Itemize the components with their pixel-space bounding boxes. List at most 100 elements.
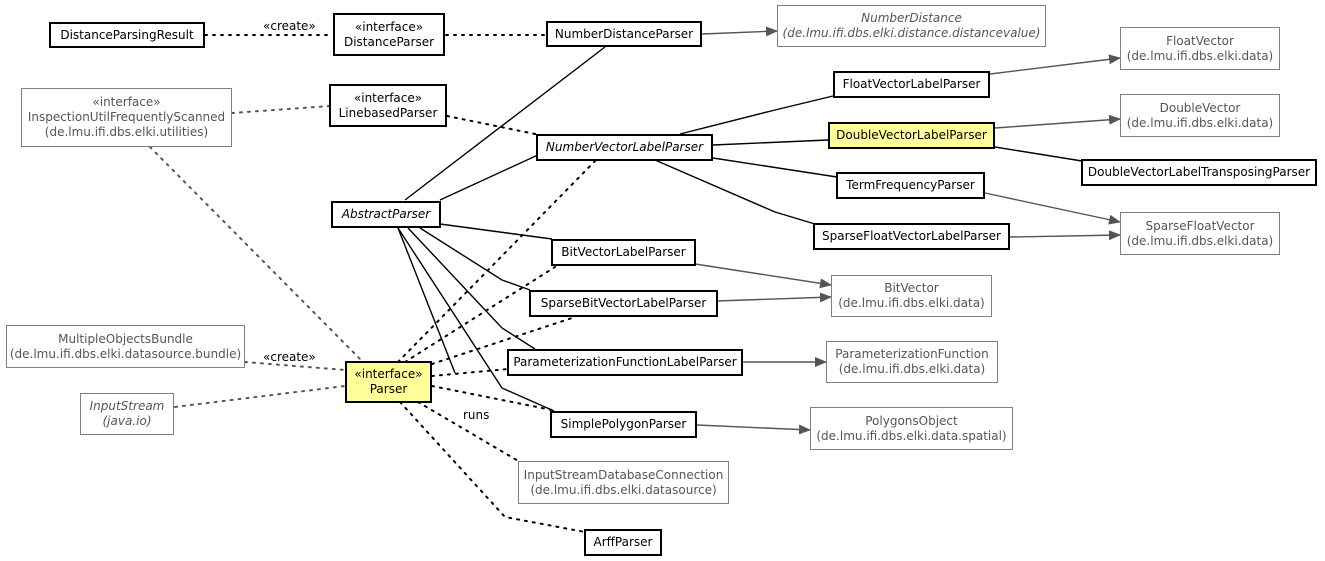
edge-abstract-numberdistance: [404, 46, 606, 201]
node-bit-vector[interactable]: BitVector (de.lmu.ifi.dbs.elki.data): [831, 275, 992, 317]
edge-label-create-distance: «create»: [263, 19, 316, 33]
node-number-vector-label-parser[interactable]: NumberVectorLabelParser: [536, 134, 713, 161]
node-float-vector-label-parser[interactable]: FloatVectorLabelParser: [833, 71, 990, 98]
edge-abstract-parameterization: [407, 227, 536, 350]
node-name: BitVectorLabelParser: [561, 245, 686, 259]
edge-linebased-numbervector: [446, 115, 546, 137]
node-name: TermFrequencyParser: [846, 178, 975, 192]
node-parser[interactable]: «interface» Parser: [345, 361, 432, 403]
node-double-vector[interactable]: DoubleVector (de.lmu.ifi.dbs.elki.data): [1120, 94, 1280, 137]
node-term-frequency-parser[interactable]: TermFrequencyParser: [836, 172, 985, 199]
node-multiple-objects-bundle[interactable]: MultipleObjectsBundle (de.lmu.ifi.dbs.el…: [6, 325, 245, 368]
node-package: (de.lmu.ifi.dbs.elki.data): [838, 362, 986, 376]
node-float-vector[interactable]: FloatVector (de.lmu.ifi.dbs.elki.data): [1120, 27, 1280, 70]
edge-simplepolygon-polygonsobject: [696, 424, 811, 435]
node-name: InputStream: [89, 399, 165, 413]
edge-bitvectorparser-bitvector: [694, 263, 832, 289]
node-package: (de.lmu.ifi.dbs.elki.datasource): [530, 482, 717, 497]
edge-sparsebitparser-bitvector: [716, 292, 832, 303]
node-name: ParameterizationFunction: [835, 347, 989, 361]
node-stereotype: «interface»: [92, 95, 161, 109]
node-name: SparseBitVectorLabelParser: [540, 296, 707, 310]
node-name: ParameterizationFunctionLabelParser: [513, 355, 737, 369]
node-name: InputStreamDatabaseConnection: [523, 467, 724, 482]
node-package: (java.io): [102, 414, 152, 428]
node-parameterization-function[interactable]: ParameterizationFunction (de.lmu.ifi.dbs…: [826, 341, 998, 383]
edge-abstract-simplepolygon: [397, 227, 555, 412]
node-package: (de.lmu.ifi.dbs.elki.utilities): [44, 125, 209, 139]
node-name: DoubleVectorLabelParser: [836, 128, 987, 142]
node-polygons-object[interactable]: PolygonsObject (de.lmu.ifi.dbs.elki.data…: [810, 407, 1013, 450]
node-parameterization-function-label-parser[interactable]: ParameterizationFunctionLabelParser: [507, 349, 743, 376]
edge-parser-numbervector: [397, 159, 597, 363]
node-inspection-util[interactable]: «interface» InspectionUtilFrequentlyScan…: [21, 88, 232, 147]
node-name: PolygonsObject: [865, 413, 958, 428]
node-name: NumberDistanceParser: [554, 26, 694, 41]
edge-numbervector-sparsefloat: [654, 159, 816, 225]
edge-parser-sparsebit: [431, 316, 576, 365]
node-package: (de.lmu.ifi.dbs.elki.distance.distanceva…: [782, 26, 1041, 40]
node-name: BitVector: [884, 281, 939, 295]
node-number-distance[interactable]: NumberDistance (de.lmu.ifi.dbs.elki.dist…: [777, 5, 1046, 47]
edge-parser-inputstreamdb: [417, 401, 521, 463]
edge-label-create-bundle: «create»: [263, 350, 316, 364]
node-name: SparseFloatVector: [1145, 218, 1255, 233]
node-input-stream-database-connection[interactable]: InputStreamDatabaseConnection (de.lmu.if…: [518, 461, 729, 504]
edge-doublevector-transposing: [994, 146, 1083, 162]
node-package: (de.lmu.ifi.dbs.elki.data): [1126, 233, 1274, 248]
edge-numbervector-termfrequency: [712, 157, 838, 178]
node-input-stream[interactable]: InputStream (java.io): [80, 393, 174, 435]
node-name: FloatVector: [1166, 33, 1234, 48]
node-name: AbstractParser: [341, 207, 431, 221]
node-double-vector-label-parser[interactable]: DoubleVectorLabelParser: [828, 122, 995, 149]
node-name: DoubleVector: [1159, 100, 1241, 115]
node-linebased-parser[interactable]: «interface» LinebasedParser: [329, 84, 447, 127]
node-package: (de.lmu.ifi.dbs.elki.data): [838, 296, 985, 310]
edge-parser-simplepolygon: [431, 385, 553, 411]
edge-doublevectorparser-doublevector: [994, 114, 1121, 129]
edge-numbervector-floatvector: [679, 95, 834, 135]
edge-inputstream-parser: [174, 385, 346, 408]
edge-abstract-parser: [397, 227, 456, 374]
edge-inspection-parser: [149, 146, 364, 363]
node-name: SparseFloatVectorLabelParser: [822, 229, 1001, 243]
node-sparse-bit-vector-label-parser[interactable]: SparseBitVectorLabelParser: [529, 290, 718, 317]
edge-floatvectorparser-floatvector: [989, 54, 1121, 75]
node-package: (de.lmu.ifi.dbs.elki.data): [1126, 48, 1274, 63]
node-name: Parser: [369, 382, 408, 396]
node-abstract-parser[interactable]: AbstractParser: [331, 201, 441, 228]
node-sparse-float-vector-label-parser[interactable]: SparseFloatVectorLabelParser: [813, 223, 1010, 250]
edge-inspection-linebased: [231, 105, 331, 114]
node-name: DistanceParser: [343, 34, 435, 49]
node-name: DistanceParsingResult: [60, 27, 194, 42]
edge-parser-arff: [399, 401, 586, 533]
node-name: LinebasedParser: [338, 105, 438, 120]
node-arff-parser[interactable]: ArffParser: [584, 529, 662, 556]
node-name: NumberDistance: [861, 11, 962, 25]
node-name: MultipleObjectsBundle: [58, 331, 193, 346]
edge-parser-bitvector: [404, 266, 556, 363]
edge-abstract-numbervector: [439, 153, 541, 201]
node-number-distance-parser[interactable]: NumberDistanceParser: [546, 21, 702, 47]
edge-parser-parameterization: [431, 368, 509, 377]
node-package: (de.lmu.ifi.dbs.elki.data.spatial): [816, 428, 1007, 443]
node-name: NumberVectorLabelParser: [545, 140, 704, 154]
node-stereotype: «interface»: [353, 90, 423, 105]
node-name: DoubleVectorLabelTransposingParser: [1087, 165, 1311, 179]
node-name: SimplePolygonParser: [560, 417, 687, 431]
node-distance-parser[interactable]: «interface» DistanceParser: [333, 13, 445, 56]
node-double-vector-label-transposing-parser[interactable]: DoubleVectorLabelTransposingParser: [1081, 159, 1317, 186]
node-simple-polygon-parser[interactable]: SimplePolygonParser: [550, 411, 697, 438]
edge-sparsefloatparser-sparsefloat: [1009, 230, 1121, 241]
node-name: InspectionUtilFrequentlyScanned: [27, 110, 226, 124]
node-bit-vector-label-parser[interactable]: BitVectorLabelParser: [551, 239, 696, 266]
node-distance-parsing-result[interactable]: DistanceParsingResult: [49, 22, 205, 48]
node-sparse-float-vector[interactable]: SparseFloatVector (de.lmu.ifi.dbs.elki.d…: [1120, 212, 1280, 255]
node-package: (de.lmu.ifi.dbs.elki.data): [1126, 115, 1274, 130]
edge-abstract-sparsebit: [419, 227, 531, 291]
node-name: FloatVectorLabelParser: [842, 77, 981, 91]
edge-numberdistanceparser-numberdistance: [701, 26, 778, 37]
node-stereotype: «interface»: [354, 19, 424, 34]
edge-bundle-parser: [244, 361, 346, 371]
